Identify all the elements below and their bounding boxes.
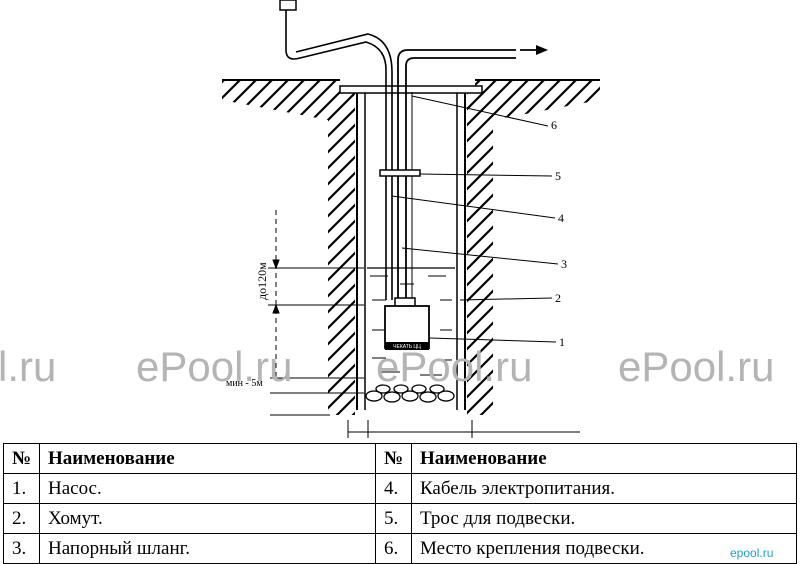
callout-2: 2 [555,291,561,305]
cell-number: 3. [3,533,40,564]
cell-name: Место крепления подвески. [411,533,797,564]
callout-3: 3 [561,257,567,271]
well-installation-diagram: ЧЕКАТЬ ЦЦ 6 5 4 3 2 1 до120м мин - 5м [222,0,600,438]
power-cable [285,0,393,300]
pressure-hose [397,49,516,300]
cell-name: Напорный шланг. [39,533,376,564]
cell-number: 4. [375,473,412,504]
table-row: 1. Насос. 4. Кабель электропитания. [3,473,797,504]
clamp [379,169,421,177]
watermark-1: l.ru [0,343,57,390]
header-number: № [3,443,40,474]
outlet-arrow-icon [520,45,548,55]
callout-6: 6 [551,118,557,132]
cell-number: 2. [3,503,40,534]
bottom-dimension [347,420,580,438]
cell-number: 6. [375,533,412,564]
corner-watermark: epool.ru [730,546,774,560]
callout-1: 1 [559,335,565,349]
watermark-4: ePool.ru [618,343,775,390]
table-row: 3. Напорный шланг. 6. Место крепления по… [3,533,797,564]
pump-label: ЧЕКАТЬ ЦЦ [393,344,421,350]
leader-lines [391,95,559,343]
cell-name: Кабель электропитания. [411,473,797,504]
gravel-bed [365,384,455,403]
well-casing [339,85,483,410]
header-number: № [375,443,412,474]
watermark-2: ePool.ru [136,343,293,390]
water-column [367,267,455,376]
cell-name: Трос для подвески. [411,503,797,534]
cell-number: 5. [375,503,412,534]
watermark-3: ePool.ru [376,343,533,390]
cell-name: Насос. [39,473,376,504]
depth-label: до120м [255,262,269,300]
header-name: Наименование [411,443,797,474]
parts-table: № Наименование № Наименование 1. Насос. … [3,443,797,564]
header-name: Наименование [39,443,376,474]
cell-name: Хомут. [39,503,376,534]
cell-number: 1. [3,473,40,504]
ground-soil [222,79,600,415]
top-fitting [279,0,297,11]
callout-5: 5 [555,169,561,183]
callout-4: 4 [558,211,564,225]
table-row: 2. Хомут. 5. Трос для подвески. [3,503,797,534]
pump: ЧЕКАТЬ ЦЦ [384,297,430,350]
min-depth-label: мин - 5м [226,378,263,389]
depth-dimension [268,210,364,416]
table-header-row: № Наименование № Наименование [3,443,797,474]
